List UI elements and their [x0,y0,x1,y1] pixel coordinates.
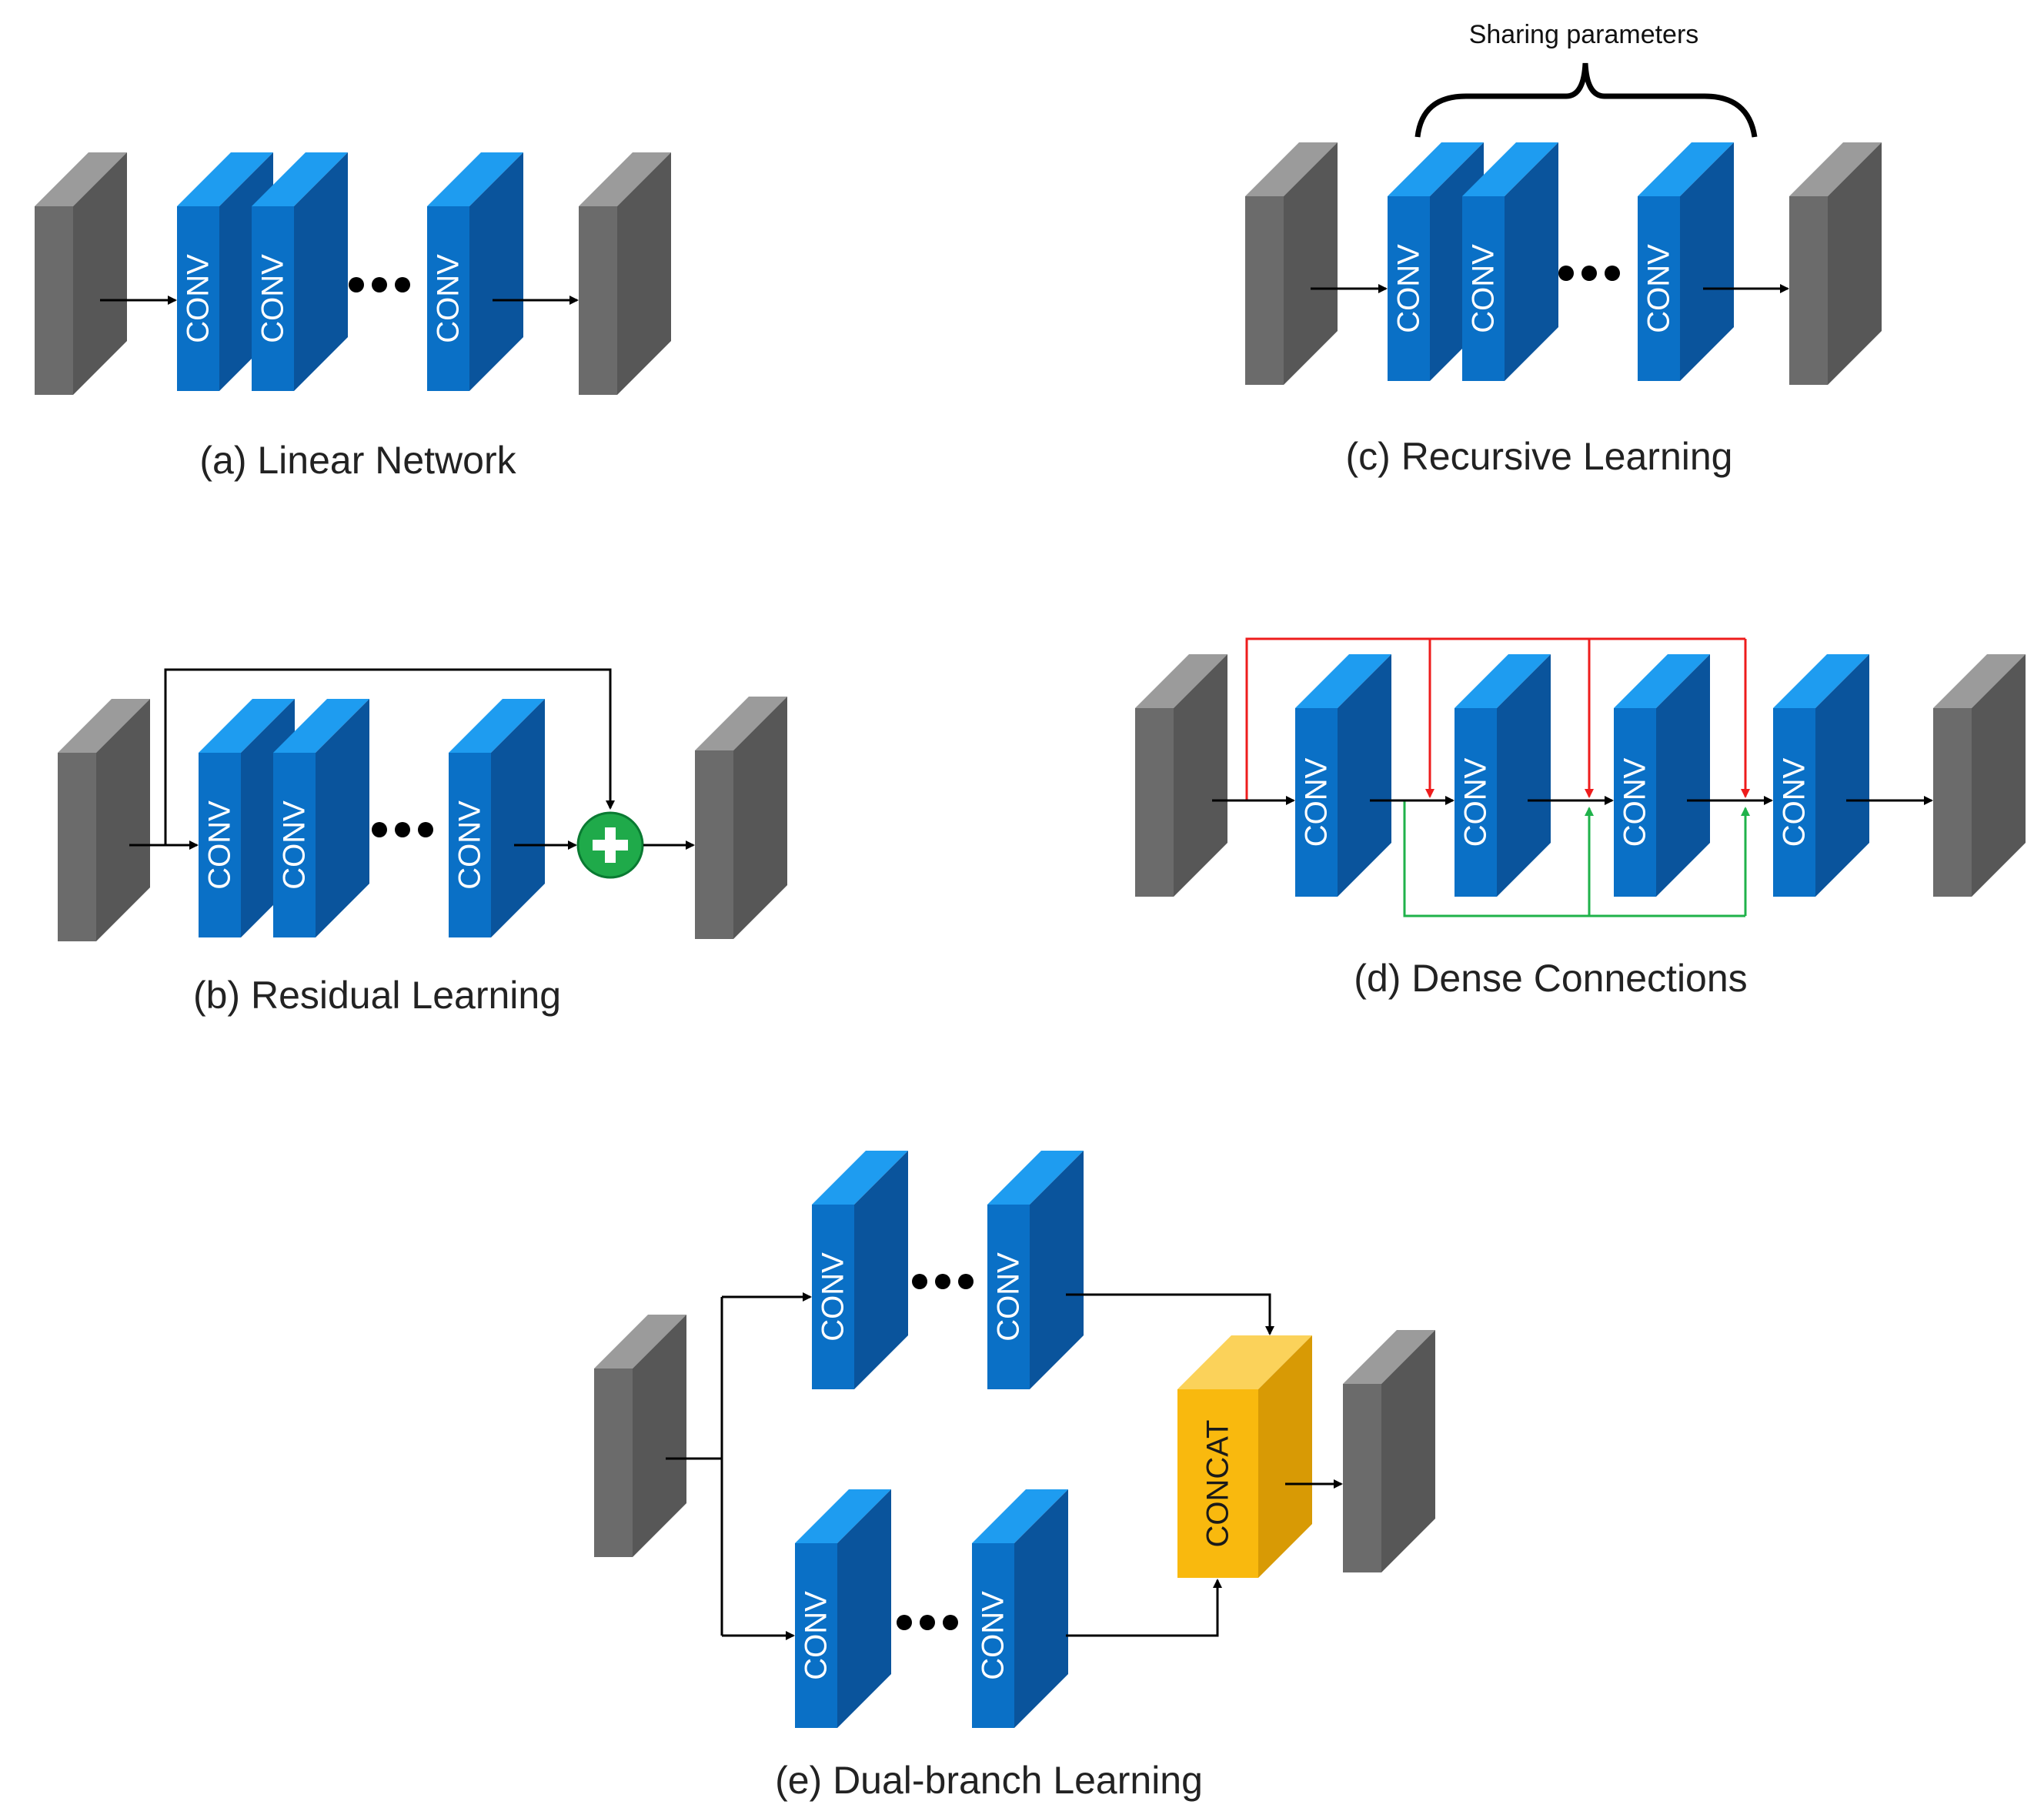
conv-block-top-2: CONV [987,1151,1084,1389]
dense-red-top [1245,637,1745,800]
panel-recursive-learning: CONV CONV CONV [1245,142,1882,385]
bottom-branch-to-concat [1066,1579,1222,1637]
panel-linear-network: CONV CONV CONV [35,152,671,395]
conv-block-bottom-1: CONV [795,1489,891,1728]
conv-label: CONV [1642,244,1676,333]
panel-dense-connections: CONV CONV CONV CONV [1135,637,2026,917]
caption-residual-learning: (b) Residual Learning [193,974,561,1017]
conv-block-4: CONV [1773,654,1869,897]
conv-block-3: CONV [449,699,545,937]
dense-green-bottom [1403,800,1745,917]
conv-label: CONV [203,800,237,890]
panel-residual-learning: CONV CONV CONV [58,668,787,941]
conv-block-3: CONV [427,152,523,391]
add-icon [576,811,644,879]
conv-label: CONV [977,1591,1010,1680]
conv-label: CONV [256,254,290,343]
output-block [1789,142,1882,385]
conv-block-top-1: CONV [812,1151,908,1389]
caption-linear-network: (a) Linear Network [199,439,516,482]
conv-label: CONV [1300,757,1334,847]
conv-label: CONV [817,1252,850,1342]
conv-label: CONV [453,800,487,890]
output-block [1933,654,2026,897]
conv-block-3: CONV [1614,654,1710,897]
conv-label: CONV [800,1591,833,1680]
conv-label: CONV [1467,244,1501,333]
input-block [58,699,150,941]
ellipsis-dots [349,277,410,292]
input-block [1135,654,1227,897]
sharing-parameters-brace [1414,62,1758,138]
ellipsis-dots [372,822,433,837]
ellipsis-dots-top [912,1274,974,1289]
conv-block-1: CONV [1295,654,1391,897]
conv-block-2: CONV [1455,654,1551,897]
panel-dual-branch-learning: CONV CONV CONV CONV CONCAT [594,1151,1435,1728]
sharing-parameters-label: Sharing parameters [1469,20,1699,49]
input-block [1245,142,1338,385]
conv-label: CONV [182,254,215,343]
conv-label: CONV [1618,757,1652,847]
conv-label: CONV [278,800,312,890]
conv-label: CONV [992,1252,1026,1342]
concat-block: CONCAT [1177,1335,1312,1578]
conv-label: CONV [432,254,466,343]
output-block [1343,1330,1435,1572]
output-block [695,697,787,939]
conv-block-2: CONV [1462,142,1558,381]
output-block [579,152,671,395]
skip-connection [164,668,615,845]
top-branch-to-concat [1066,1293,1274,1335]
conv-block-3: CONV [1638,142,1734,381]
ellipsis-dots-bottom [897,1615,958,1630]
caption-dense-connections: (d) Dense Connections [1354,957,1747,1000]
input-block [594,1315,686,1557]
conv-block-2: CONV [273,699,369,937]
conv-label: CONV [1392,244,1426,333]
ellipsis-dots [1558,266,1620,281]
conv-label: CONV [1778,757,1812,847]
conv-label: CONV [1459,757,1493,847]
input-block [35,152,127,395]
conv-block-2: CONV [252,152,348,391]
caption-recursive-learning: (c) Recursive Learning [1346,435,1733,478]
concat-label: CONCAT [1201,1420,1235,1548]
caption-dual-branch-learning: (e) Dual-branch Learning [775,1759,1203,1802]
conv-block-bottom-2: CONV [972,1489,1068,1728]
